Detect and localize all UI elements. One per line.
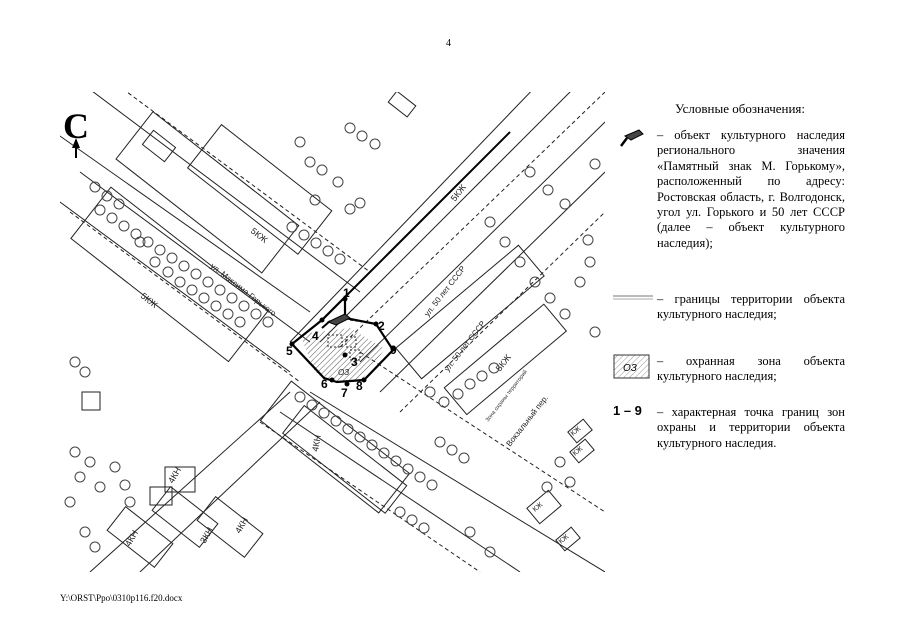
legend-title: Условные обозначения: <box>675 101 806 116</box>
label-4kn: 4КН <box>123 528 140 548</box>
legend-item-zone: ОЗ – охранная зона объекта культурного н… <box>613 354 845 390</box>
road-edge <box>60 135 311 313</box>
road-edge <box>399 211 605 413</box>
points-legend-label: 1 – 9 <box>613 403 642 418</box>
legend-item-boundary: – границы территории объекта культурного… <box>613 292 845 342</box>
legend-text: – характерная точка границ зон охраны и … <box>657 405 845 450</box>
street-zone-label: Зона охраны территорий <box>484 369 529 424</box>
road-edge <box>259 421 481 572</box>
road-edge <box>139 401 321 572</box>
inner-square <box>345 336 357 348</box>
road-edge <box>319 92 571 343</box>
zone-legend-icon: ОЗ <box>613 354 650 379</box>
building-block <box>259 380 411 514</box>
label-5kzh: 5КЖ <box>449 182 469 203</box>
point-1: 1 <box>343 286 350 300</box>
inner-square <box>349 349 361 361</box>
label-3kn: 3КН <box>198 525 215 545</box>
point-9: 9 <box>390 343 397 357</box>
building-block <box>151 486 219 548</box>
monument-legend-icon <box>620 129 644 147</box>
road-edge <box>359 121 605 363</box>
road-edge <box>309 391 605 572</box>
road-edge <box>92 92 361 293</box>
label-4kn: 4КН <box>233 515 250 535</box>
building-block <box>387 92 417 118</box>
page-number: 4 <box>446 38 451 49</box>
street-50-ussr-lower: ул. 50 лет СССР <box>442 319 487 373</box>
road-edge <box>79 171 311 343</box>
road-edge <box>339 92 605 348</box>
road-edge <box>289 92 532 343</box>
point-3: 3 <box>351 355 358 369</box>
label-kzh: КЖ <box>572 445 585 457</box>
boundary-points <box>289 296 396 387</box>
zone-legend-label: ОЗ <box>623 363 637 374</box>
label-kzh: КЖ <box>558 533 571 545</box>
label-oz: ОЗ <box>338 368 349 377</box>
building-block <box>164 466 196 493</box>
label-4kn: 4КН <box>310 434 323 452</box>
building-block <box>443 303 568 416</box>
label-4kn: 4КН <box>166 465 183 485</box>
monument-stem <box>321 320 331 329</box>
building-block <box>196 496 264 558</box>
building-block <box>115 111 300 274</box>
building-block <box>526 489 562 525</box>
label-kzh: КЖ <box>570 425 583 437</box>
building-block <box>281 404 408 514</box>
road-edge <box>69 211 301 383</box>
point-5: 5 <box>286 344 293 358</box>
monument-symbol <box>326 313 351 326</box>
legend-text: – границы территории объекта культурного… <box>657 292 845 322</box>
road-edge <box>379 171 605 393</box>
building-block <box>395 244 545 380</box>
building-block <box>81 391 101 411</box>
legend-item-points: 1 – 9 – характерная точка границ зон охр… <box>613 403 845 475</box>
building-block <box>567 418 593 444</box>
site-map: С ул. Максима Горького ул. 50 лет СССР у… <box>60 92 605 572</box>
building-block <box>70 186 270 363</box>
legend-text: – объект культурного наследия региональн… <box>657 128 845 250</box>
label-5kzh: 5КЖ <box>139 291 160 311</box>
building-block <box>569 438 595 464</box>
boundary-dash <box>349 319 377 325</box>
road-edge <box>89 391 291 572</box>
road-edge <box>279 411 521 572</box>
boundary-line <box>344 131 511 298</box>
legend-item-monument: – объект культурного наследия региональн… <box>613 128 845 288</box>
point-7: 7 <box>341 386 348 400</box>
street-50-ussr-upper: ул. 50 лет СССР <box>422 264 467 318</box>
inner-square <box>327 334 343 348</box>
legend-text: – охранная зона объекта культурного насл… <box>657 354 845 384</box>
building-block <box>555 526 581 552</box>
label-5kzh: 5КЖ <box>249 226 270 246</box>
north-arrowhead-icon <box>72 138 80 148</box>
building-block <box>186 123 333 255</box>
footer-file-path: Y:\ORST\Ppo\0310p116.f20.docx <box>60 593 183 603</box>
territory-boundary <box>290 294 395 384</box>
road-edge <box>60 201 291 373</box>
building-block <box>106 506 174 568</box>
point-6: 6 <box>321 377 328 391</box>
street-vokzalny: Вокзальный пер. <box>504 393 550 448</box>
point-8: 8 <box>356 379 363 393</box>
trees <box>64 122 601 558</box>
road-edge <box>126 92 371 273</box>
point-2: 2 <box>378 319 385 333</box>
building-block <box>141 129 177 163</box>
building-block <box>149 486 173 506</box>
label-5kzh: 5КЖ <box>494 352 514 373</box>
boundary-legend-icon <box>613 295 653 300</box>
point-4: 4 <box>312 329 319 343</box>
